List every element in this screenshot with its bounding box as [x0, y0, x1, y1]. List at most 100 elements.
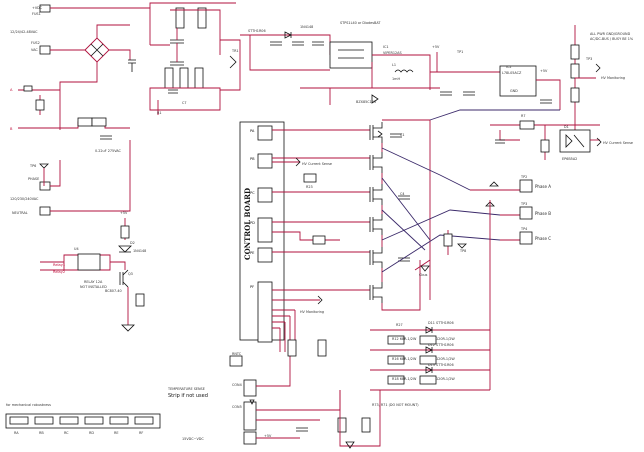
phase-b-terminal[interactable] [519, 206, 533, 220]
vac-low-label: 120/230/240VAC [10, 197, 39, 201]
relay-d-label: D2 [130, 241, 135, 245]
relay-transistor: BC807-40 [105, 289, 122, 293]
gate-row-2: R16 68R-1/2W [392, 357, 417, 361]
q5 [369, 247, 383, 268]
ac-input-section: 12/24/42-48VAC FUS2 VAC A B 0.22uF 275VA… [10, 24, 136, 153]
ic1-part-label: VIPER12AS [383, 51, 402, 55]
rail-label-4: +5V [264, 434, 272, 438]
rntc-label: RNTC [232, 352, 242, 356]
d-out-label: BZX85C15V [356, 100, 377, 104]
gate-driver-rows: R27 D11 STTH1R06 R12 68R-1/2W 120R-1/2W … [370, 200, 491, 407]
footer-cell-label-1: RB [39, 431, 44, 435]
diode-row-2: D12 STTH1R06 [428, 343, 454, 347]
relay-diode: 1N4148 [133, 249, 146, 253]
q1 [369, 122, 383, 143]
control-board-title: CONTROL BOARD [243, 188, 252, 260]
footer-cell-5 [134, 416, 154, 425]
tp6-label: TP6 [29, 164, 36, 168]
con5-label: CON5 [232, 405, 242, 409]
pin-pf: PF [250, 285, 254, 289]
stth-label: STTH1R06 [248, 29, 266, 33]
svg-text:TP1: TP1 [456, 50, 463, 54]
x-cap-label: 0.22uF 275VAC [95, 149, 122, 153]
rail-label-2: +5V [540, 69, 548, 73]
relay-box [77, 253, 101, 271]
con5-box [243, 401, 257, 431]
tr1-transformer: TR1 [220, 39, 241, 91]
mains-terminals: PHASE 120/230/240VAC NEUTRAL TP6 [10, 140, 131, 216]
phase-c-terminal[interactable] [519, 231, 533, 245]
gate-val-3: 120R-1/2W [436, 377, 455, 381]
relay-label: RELAY 12A [84, 280, 103, 284]
cbus-label: Cbus [419, 273, 428, 277]
l1-label: L1 [392, 63, 396, 67]
phase-a-label: Phase A [535, 184, 551, 189]
ic1-viper-regulator: 1N4148 STTH1R06 IC1 VIPER12AS STPS1L40 o… [240, 21, 440, 105]
relay-note: NOT INSTALLED [80, 285, 107, 289]
relay-pin-2: Relay2 [53, 270, 65, 274]
q6 [369, 282, 383, 303]
phase-c-label: Phase C [535, 236, 551, 241]
phase-b-label: Phase B [535, 211, 551, 216]
control-board: CONTROL BOARD PA PB PC PD PE PF HV Curre… [239, 121, 370, 352]
pin-pe: PE [250, 251, 255, 255]
note-2: AC/DC-BUS / BUSY BE 1% [590, 37, 634, 41]
gate-val-1: 120R-1/2W [436, 337, 455, 341]
gate-val-2: 120R-1/2W [436, 357, 455, 361]
footer-cell-label-3: RD [89, 431, 94, 435]
rail-label-3: +5V [120, 211, 128, 215]
svg-text:C4: C4 [400, 192, 405, 196]
svg-text:C7: C7 [182, 101, 187, 105]
ic2-5v-regulator: +5V TP1 IC2 L78L05ACZ GND +5V [430, 45, 561, 110]
relay-circuit: +5V 1N4148 D2 Relay1 Relay2 U4 RELAY 12A… [40, 211, 146, 332]
bottom-connectors: TEMPERATURE SENSE Strip if not used RNTC… [167, 339, 381, 449]
con4-label: CON4 [232, 383, 242, 387]
tp-a-label: TP2 [520, 175, 527, 179]
hv-current-sense-right: HV Current Sense [603, 141, 633, 145]
tp-c-label: TP4 [520, 227, 527, 231]
q4 [369, 214, 383, 235]
pin-pc: PC [250, 191, 255, 195]
svg-text:C1: C1 [400, 133, 405, 137]
footer-cell-3 [84, 416, 104, 425]
svg-text:R7: R7 [521, 114, 526, 118]
vdd-top-label: +VDC [32, 6, 43, 10]
l1-val-label: 1mH [392, 77, 400, 81]
phase-outputs: TP2 Phase A TP3 Phase B TP4 Phase C [470, 175, 551, 245]
svg-text:R27: R27 [396, 323, 403, 327]
opto-label: D1 [564, 125, 569, 129]
d-top-label: 1N4148 [300, 25, 313, 29]
footnote: for mechanical robustness [6, 403, 51, 407]
tp-b-label: TP3 [520, 202, 527, 206]
supply-label: 15VDC~VDC [182, 437, 204, 441]
hv-monitoring-right: HV Monitoring [601, 76, 625, 80]
diode-row-3: D13 STTH1R06 [428, 363, 454, 367]
svg-text:R23: R23 [306, 185, 313, 189]
left-node-1: A [10, 88, 13, 92]
hv-monitor-ctrl: HV Monitoring [300, 310, 324, 314]
current-sense-opto: R7 D1 EP6B5A2 HV Current Sense [490, 114, 633, 161]
svg-text:U4: U4 [74, 247, 79, 251]
fuse-top-label: FUS1 [32, 12, 41, 16]
pin-pd: PD [250, 221, 255, 225]
footer-cell-label-2: RC [64, 431, 69, 435]
svg-text:TP8: TP8 [459, 249, 466, 253]
mosfet-bridge: C1 C4 Cbus TP8 [369, 109, 560, 311]
ic2-gnd-label: GND [510, 89, 518, 93]
vac-label: 12/24/42-48VAC [10, 30, 38, 34]
diode-row-1: D11 STTH1R06 [428, 321, 454, 325]
hv-sense-ctrl: HV Current Sense [302, 162, 332, 166]
phase-a-terminal[interactable] [519, 179, 533, 193]
vac-node-label: VAC [31, 48, 38, 52]
bulk-capacitor-bank: R1 C7 [149, 7, 221, 115]
phase-label: PHASE [28, 177, 39, 181]
q2 [369, 152, 383, 173]
rail-label-1: +5V [432, 45, 440, 49]
footer-cell-label-4: RE [114, 431, 119, 435]
con4-box [243, 379, 257, 397]
footer-cell-0 [9, 416, 29, 425]
vac-fuse-label: FUS2 [31, 41, 40, 45]
footer-cell-label-0: RA [14, 431, 19, 435]
